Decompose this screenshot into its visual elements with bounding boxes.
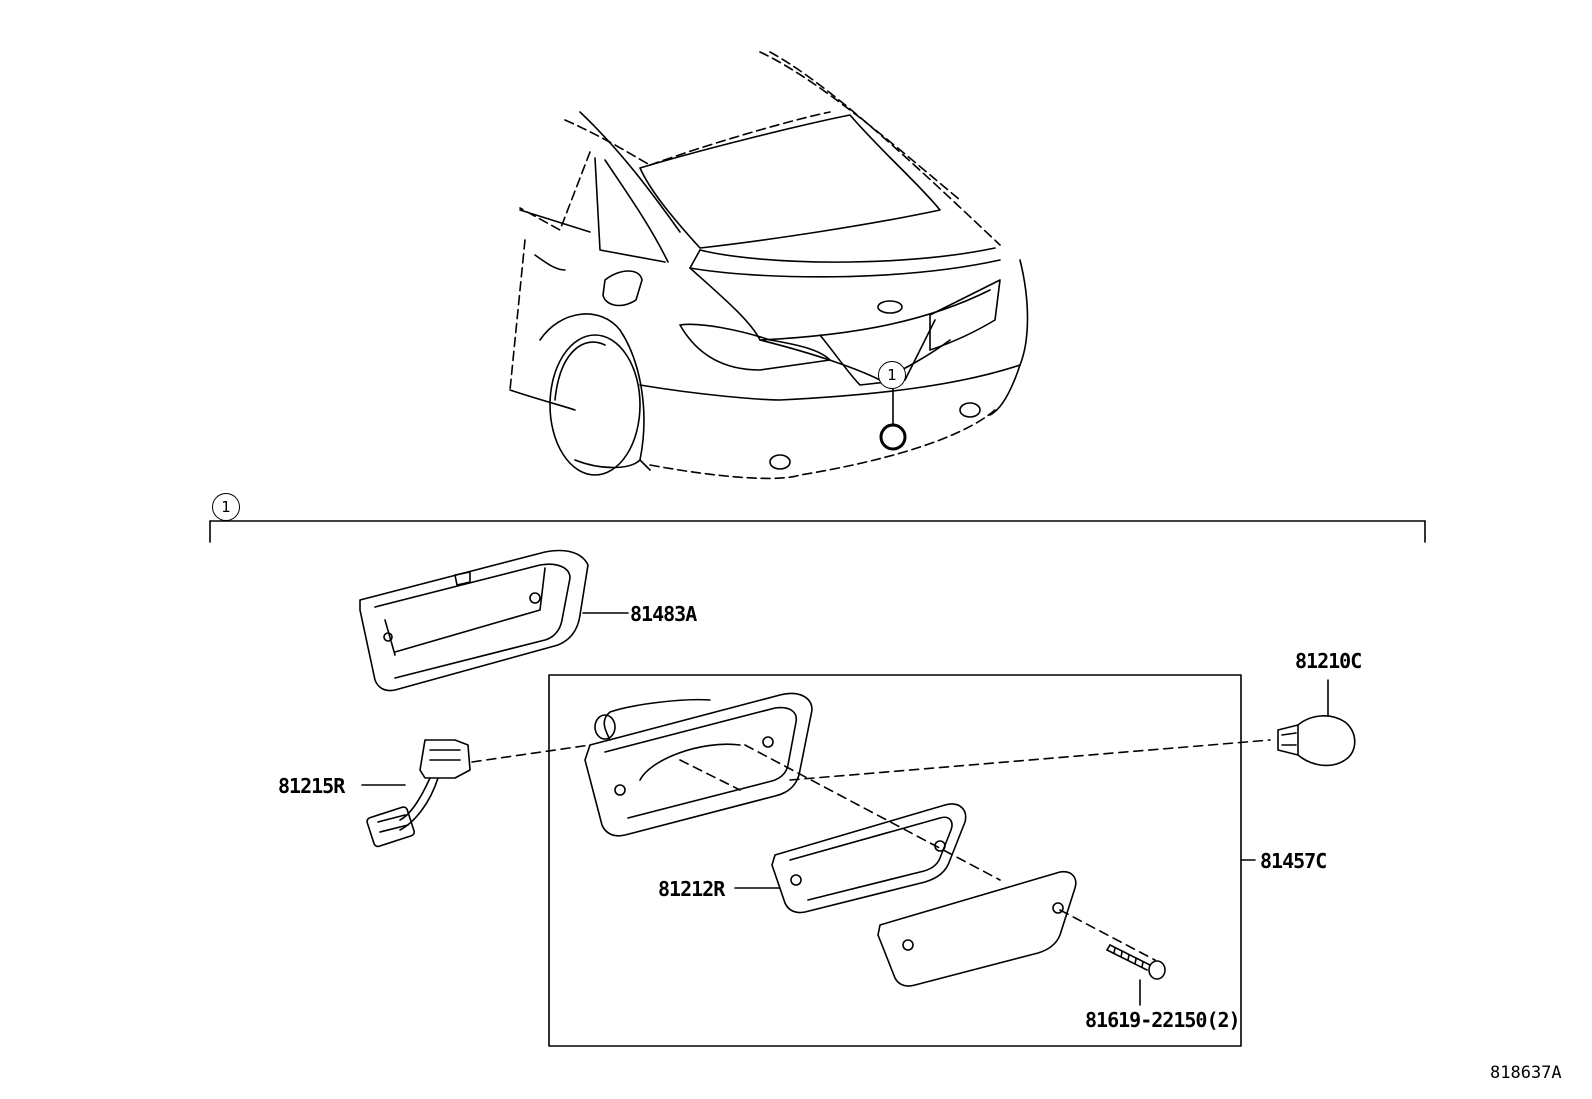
part-label-bezel[interactable]: 81483A — [630, 602, 697, 626]
part-label-lamp-assembly[interactable]: 81457C — [1260, 849, 1327, 873]
assembly-box — [549, 675, 1241, 1046]
lens-icon — [878, 872, 1076, 986]
screw-icon — [1107, 945, 1165, 1005]
assembly-guide-lines — [472, 740, 1270, 960]
part-label-socket-wire[interactable]: 81215R — [278, 774, 345, 798]
bulb-socket-icon — [366, 740, 470, 847]
assembly-callout-marker: 1 — [212, 493, 240, 521]
part-label-screw[interactable]: 81619-22150(2) — [1085, 1008, 1241, 1032]
bulb-icon — [1278, 680, 1355, 765]
part-label-bulb[interactable]: 81210C — [1295, 649, 1362, 673]
lamp-bezel-icon — [360, 551, 588, 691]
diagram-id: 818637A — [1490, 1063, 1562, 1083]
part-label-gasket[interactable]: 81212R — [658, 877, 725, 901]
lamp-housing-icon — [585, 693, 812, 835]
assembly-bracket — [210, 521, 1425, 542]
sedan-rear-view-icon — [510, 52, 1028, 478]
vehicle-callout-marker: 1 — [878, 361, 906, 389]
gasket-icon — [772, 804, 966, 912]
